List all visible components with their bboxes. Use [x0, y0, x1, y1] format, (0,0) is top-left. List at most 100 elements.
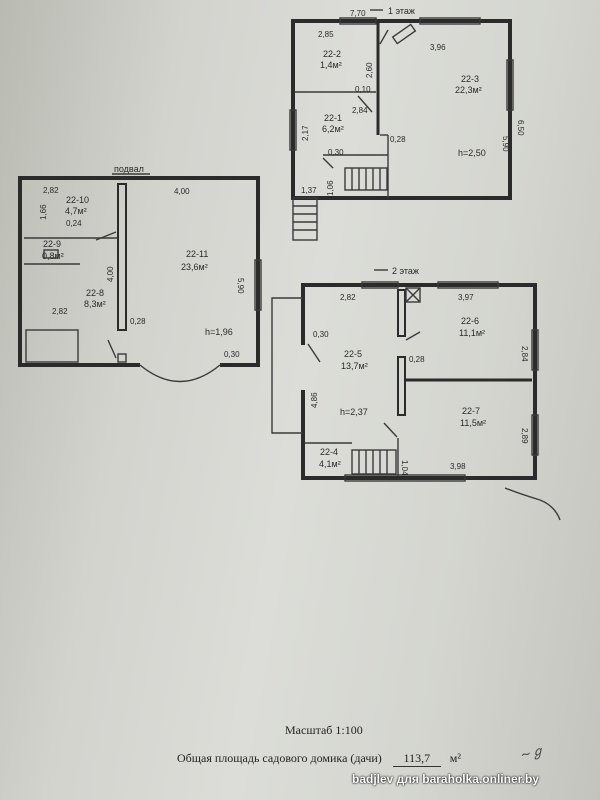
- dimension-label: 2,84: [352, 106, 368, 115]
- room-area: 22,3м²: [455, 85, 482, 95]
- window-mark: [437, 281, 499, 289]
- floor1-wall-left: [291, 19, 345, 200]
- basement-title: подвал: [114, 164, 144, 174]
- floor2-chimney: [405, 287, 421, 303]
- dimension-label: 0,10: [355, 85, 371, 94]
- dimension-label: 2,60: [365, 62, 374, 78]
- door-swing: [379, 29, 389, 45]
- dimension-label: 1,04: [400, 460, 409, 476]
- floor1-plan: 1 этаж 22-2 1,4м: [289, 6, 525, 241]
- total-area-line: Общая площадь садового домика (дачи) 113…: [177, 751, 461, 767]
- door-swing: [322, 157, 334, 169]
- floor-plan-drawing: 1 этаж 22-2 1,4м: [18, 6, 561, 521]
- dimension-label: 2,82: [43, 186, 59, 195]
- window-mark: [344, 474, 466, 482]
- room-area: 8,3м²: [84, 299, 106, 309]
- dimension-label: 5,90: [501, 136, 510, 152]
- basement-column-wall: [117, 183, 127, 331]
- watermark-text: badjlev для baraholka.onliner.by: [352, 772, 539, 786]
- dimension-label: 2,17: [301, 125, 310, 141]
- floor2-balcony: [271, 297, 303, 434]
- room-id: 22-9: [43, 239, 61, 249]
- floor2-inner-wall: [397, 356, 406, 416]
- basement-small-box: [43, 249, 59, 259]
- room-id: 22-7: [462, 406, 480, 416]
- signature-mark: ~ℊ: [519, 743, 546, 764]
- window-mark: [339, 17, 377, 25]
- dimension-label: 5,90: [236, 278, 245, 294]
- dimension-label: 3,98: [450, 462, 466, 471]
- dimension-label: 0,30: [313, 330, 329, 339]
- chimney-cross: [405, 287, 421, 303]
- room-area: 0,8м²: [42, 251, 64, 261]
- floor-height: h=2,50: [458, 148, 486, 158]
- room-id: 22-8: [86, 288, 104, 298]
- basement-marker: [117, 353, 127, 363]
- floor1-title: 1 этаж: [388, 6, 415, 16]
- room-area: 4,1м²: [319, 459, 341, 469]
- window-mark: [531, 329, 539, 371]
- dimension-label: 4,00: [106, 266, 115, 282]
- floor2-walls: [301, 283, 537, 480]
- window-mark: [254, 259, 262, 311]
- total-area-value: 113,7: [392, 751, 441, 767]
- basement-storage: [25, 329, 79, 363]
- floor2-inner-wall: [397, 289, 406, 337]
- room-area: 13,7м²: [341, 361, 368, 371]
- window-mark: [361, 281, 399, 289]
- door-swing: [405, 331, 421, 341]
- dimension-label: 3,97: [458, 293, 474, 302]
- floor-height: h=2,37: [340, 407, 368, 417]
- floor1-porch-steps: [292, 197, 318, 241]
- room-id: 22-11: [186, 249, 208, 259]
- room-area: 4,7м²: [65, 206, 87, 216]
- dimension-label: 7,70: [350, 9, 366, 18]
- basement-walls: [18, 176, 260, 367]
- room-area: 11,5м²: [460, 418, 486, 428]
- room-id: 22-5: [344, 349, 362, 359]
- dimension-label: 1,37: [301, 186, 317, 195]
- dimension-label: 0,30: [224, 350, 240, 359]
- dimension-label: 6,50: [516, 120, 525, 136]
- door-swing: [95, 231, 117, 241]
- dimension-label: 0,24: [66, 219, 82, 228]
- dimension-label: 0,28: [409, 355, 425, 364]
- room-id: 22-10: [66, 195, 89, 205]
- dimension-label: 2,85: [318, 30, 334, 39]
- dimension-label: 4,86: [310, 392, 319, 408]
- window-mark: [531, 414, 539, 456]
- floor2-title: 2 этаж: [392, 266, 419, 276]
- total-area-label: Общая площадь садового домика (дачи): [177, 751, 382, 765]
- floor2-stairs: [351, 449, 397, 475]
- dimension-label: 2,82: [52, 307, 68, 316]
- dimension-label: 4,00: [174, 187, 190, 196]
- floor-height: h=1,96: [205, 327, 233, 337]
- door-swing: [107, 339, 117, 359]
- scale-label: Масштаб 1:100: [285, 723, 363, 737]
- dimension-label: 0,30: [328, 148, 344, 157]
- room-id: 22-4: [320, 447, 338, 457]
- dimension-label: 0,28: [130, 317, 146, 326]
- dimension-label: 2,89: [520, 428, 529, 444]
- room-id: 22-3: [461, 74, 479, 84]
- basement-entrance-arc: [139, 364, 221, 383]
- room-area: 1,4м²: [320, 60, 342, 70]
- total-area-unit: м²: [449, 751, 461, 765]
- door-swing: [307, 343, 321, 363]
- door-swing: [383, 422, 398, 438]
- dimension-label: 1,66: [39, 204, 48, 220]
- room-id: 22-6: [461, 316, 479, 326]
- window-mark: [506, 59, 514, 111]
- basement-plan: подвал 22-10 4,7м² 22-9 0,8м² 22-8 8,3м²…: [18, 164, 262, 383]
- dimension-label: 0,28: [390, 135, 406, 144]
- room-area: 23,6м²: [181, 262, 208, 272]
- room-id: 22-2: [323, 49, 341, 59]
- pencil-mark: [504, 487, 561, 521]
- dimension-label: 3,96: [430, 43, 446, 52]
- dimension-label: 2,84: [520, 346, 529, 362]
- room-area: 11,1м²: [459, 328, 485, 338]
- floor1-stove: [391, 23, 417, 45]
- floor2-plan: 2 этаж 22-6 11,1м² 22-: [271, 266, 561, 521]
- window-mark: [419, 17, 481, 25]
